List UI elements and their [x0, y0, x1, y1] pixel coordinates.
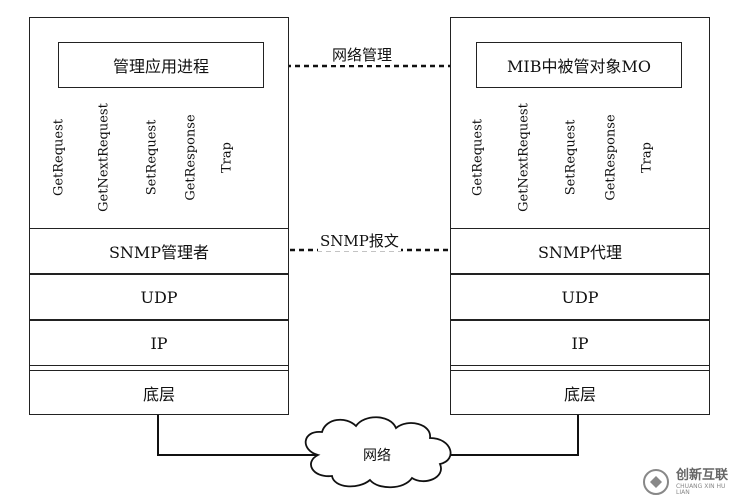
watermark-logo-icon	[643, 469, 669, 495]
left-op-getnextrequest: GetNextRequest	[96, 103, 112, 212]
left-op-getrequest: GetRequest	[51, 118, 67, 197]
left-layer-physical: 底层	[29, 370, 289, 415]
right-layer-ip: IP	[450, 320, 710, 366]
left-op-setrequest: SetRequest	[144, 119, 160, 196]
right-process-box: MIB中被管对象MO	[476, 42, 682, 88]
link-network-management-label: 网络管理	[330, 44, 395, 65]
left-process-label: 管理应用进程	[112, 57, 209, 76]
left-op-trap: Trap	[219, 142, 235, 173]
right-op-trap: Trap	[639, 142, 655, 173]
right-process-label: MIB中被管对象MO	[507, 57, 651, 76]
network-label: 网络	[363, 448, 391, 464]
left-layer-physical-label: 底层	[142, 384, 175, 404]
right-op-setrequest: SetRequest	[563, 119, 579, 196]
left-network-wire	[157, 413, 318, 456]
left-layer-udp: UDP	[29, 274, 289, 320]
right-network-wire	[450, 413, 579, 456]
right-op-getresponse: GetResponse	[603, 114, 619, 201]
right-op-getrequest: GetRequest	[470, 118, 486, 197]
right-layer-physical: 底层	[450, 370, 710, 415]
left-layer-ip: IP	[29, 320, 289, 366]
right-layer-snmp-label: SNMP代理	[537, 243, 623, 262]
left-layer-snmp: SNMP管理者	[29, 228, 289, 274]
right-layer-udp: UDP	[450, 274, 710, 320]
right-layer-udp-label: UDP	[561, 287, 599, 307]
watermark-brand: 创新互联	[675, 467, 728, 483]
right-layer-snmp: SNMP代理	[450, 228, 710, 274]
left-layer-ip-label: IP	[150, 333, 168, 353]
left-layer-udp-label: UDP	[140, 287, 178, 307]
right-layer-ip-label: IP	[571, 333, 589, 353]
right-layer-physical-label: 底层	[563, 384, 596, 404]
left-op-getresponse: GetResponse	[183, 114, 199, 201]
right-op-getnextrequest: GetNextRequest	[516, 103, 532, 212]
link-snmp-message-label: SNMP报文	[318, 230, 401, 251]
left-process-box: 管理应用进程	[58, 42, 264, 88]
watermark-sub: CHUANG XIN HU LIAN	[675, 482, 726, 496]
watermark: 创新互联 CHUANG XIN HU LIAN	[642, 468, 741, 496]
network-cloud-icon	[304, 416, 452, 489]
left-layer-snmp-label: SNMP管理者	[108, 243, 210, 262]
